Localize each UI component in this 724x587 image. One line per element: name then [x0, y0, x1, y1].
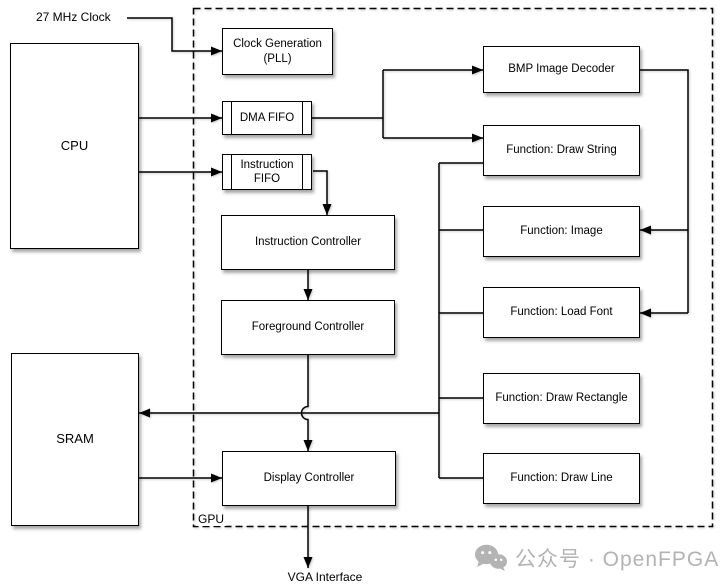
node-function-draw-rectangle-label: Function: Draw Rectangle	[495, 392, 628, 405]
node-clock-generation-label: Clock Generation (PLL)	[233, 38, 322, 65]
node-instruction-fifo: Instruction FIFO	[222, 154, 312, 190]
node-function-draw-string: Function: Draw String	[483, 125, 640, 176]
node-foreground-controller: Foreground Controller	[221, 300, 395, 355]
node-function-load-font: Function: Load Font	[483, 287, 640, 338]
gpu-container-label: GPU	[196, 512, 227, 526]
node-instruction-controller-label: Instruction Controller	[254, 236, 362, 249]
node-function-image-label: Function: Image	[520, 225, 603, 238]
connector-function-bus	[438, 162, 483, 479]
watermark-text: 公众号 · OpenFPGA	[515, 548, 720, 571]
node-sram-label: SRAM	[56, 431, 94, 447]
fifo-inner-line-left	[231, 102, 232, 134]
gpu-boundary	[192, 7, 714, 528]
node-dma-fifo: DMA FIFO	[222, 101, 312, 135]
node-function-draw-line-label: Function: Draw Line	[510, 472, 613, 485]
node-dma-fifo-label: DMA FIFO	[239, 111, 295, 124]
watermark: 公众号 · OpenFPGA	[474, 543, 719, 573]
node-bmp-image-decoder: BMP Image Decoder	[483, 46, 640, 93]
node-instruction-controller: Instruction Controller	[221, 215, 395, 270]
node-clock-generation: Clock Generation (PLL)	[222, 28, 333, 75]
node-function-draw-line: Function: Draw Line	[483, 453, 640, 504]
fifo-inner-line-right	[302, 155, 303, 189]
node-function-draw-string-label: Function: Draw String	[506, 144, 617, 157]
fifo-inner-line-left	[231, 155, 232, 189]
connector-clock-to-pll	[127, 17, 222, 56]
node-cpu-label: CPU	[60, 137, 89, 153]
node-function-load-font-label: Function: Load Font	[510, 306, 613, 319]
connector-bmp-decoder-trunk	[640, 69, 689, 313]
node-display-controller: Display Controller	[222, 451, 396, 506]
node-sram: SRAM	[11, 353, 139, 526]
node-bmp-image-decoder-label: BMP Image Decoder	[508, 63, 615, 76]
vga-interface-label: VGA Interface	[287, 570, 363, 584]
connector-dma-fifo-trunk	[312, 70, 384, 138]
fifo-inner-line-right	[302, 102, 303, 134]
node-function-image: Function: Image	[483, 206, 640, 257]
connector-foreground-to-display	[300, 355, 313, 451]
node-display-controller-label: Display Controller	[263, 472, 355, 485]
node-cpu: CPU	[10, 43, 139, 249]
connector-instruction-fifo-to-controller	[313, 170, 332, 215]
node-instruction-fifo-label: Instruction FIFO	[240, 158, 294, 185]
wechat-icon	[475, 544, 507, 571]
clock-input-label: 27 MHz Clock	[36, 10, 111, 24]
node-foreground-controller-label: Foreground Controller	[251, 321, 365, 334]
node-function-draw-rectangle: Function: Draw Rectangle	[483, 373, 640, 424]
